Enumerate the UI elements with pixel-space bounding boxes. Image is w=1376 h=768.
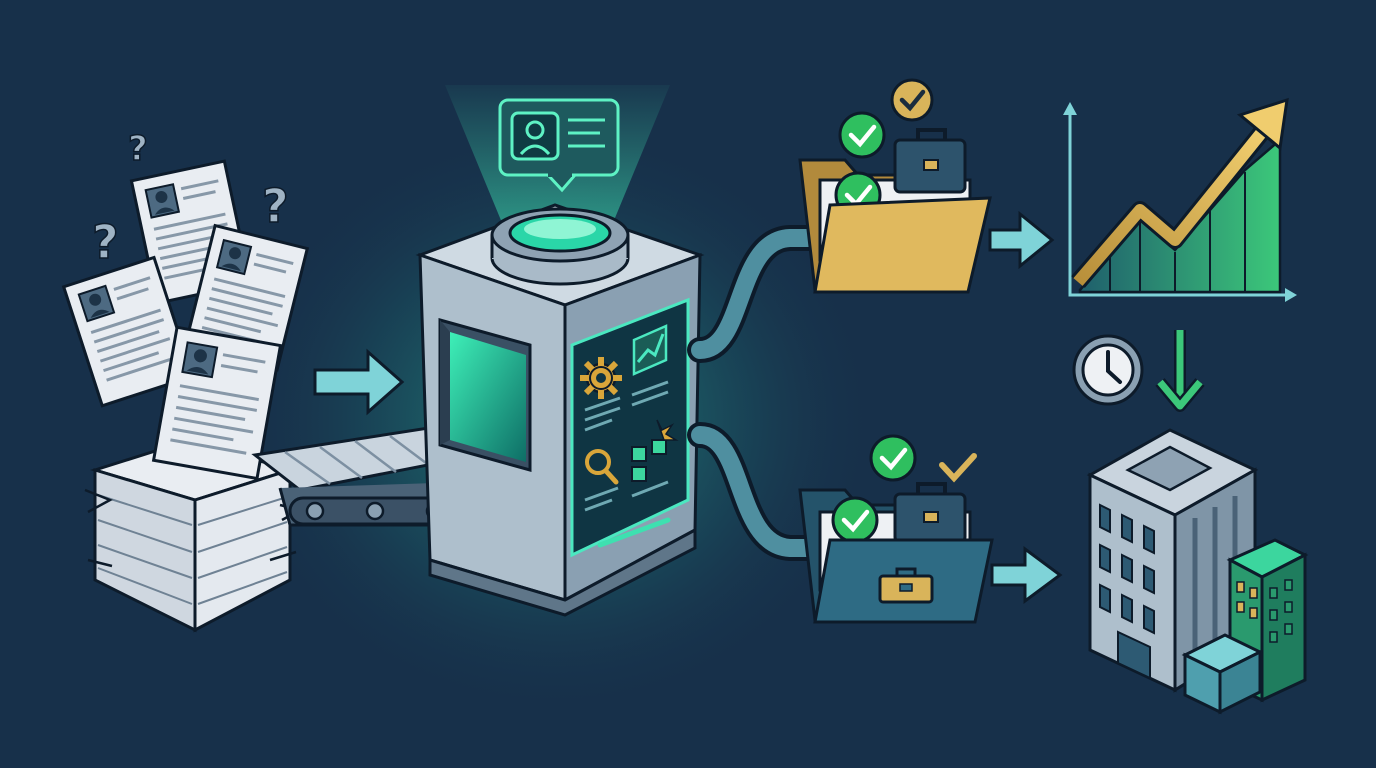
check-icon [831,496,879,544]
magnifier-icon [585,449,619,485]
question-mark-icon: ? [262,179,289,233]
arrow-right-icon [990,546,1063,604]
question-mark-icon: ? [92,215,119,269]
check-icon [869,434,917,482]
arrow-right-icon [988,210,1055,270]
folder-icon [813,196,992,294]
output-pipes [687,225,843,561]
shortlist-folder-top [798,78,992,294]
unsorted-resumes: ? ? ? [61,128,310,633]
growth-chart-icon [1063,97,1297,302]
resume-document-icon [61,255,195,408]
check-icon [890,78,934,122]
clock-icon [1072,334,1144,406]
shortlist-folder-bottom [798,434,994,624]
shapes-icon [631,419,679,482]
profile-card-icon [498,98,620,193]
office-building-icon [1086,428,1309,715]
briefcase-icon [893,482,967,544]
briefcase-icon [893,128,967,194]
screening-machine-icon [415,85,705,617]
briefcase-icon [878,567,934,604]
down-arrow-icon [1155,330,1205,412]
question-mark-icon: ? [128,129,148,169]
check-icon [939,453,977,483]
input-arrow-icon [313,348,405,416]
paper-stack-icon [84,438,304,633]
resume-document-icon [151,325,283,481]
gear-icon [580,357,622,399]
chart-icon [632,324,668,376]
check-icon [838,111,886,159]
